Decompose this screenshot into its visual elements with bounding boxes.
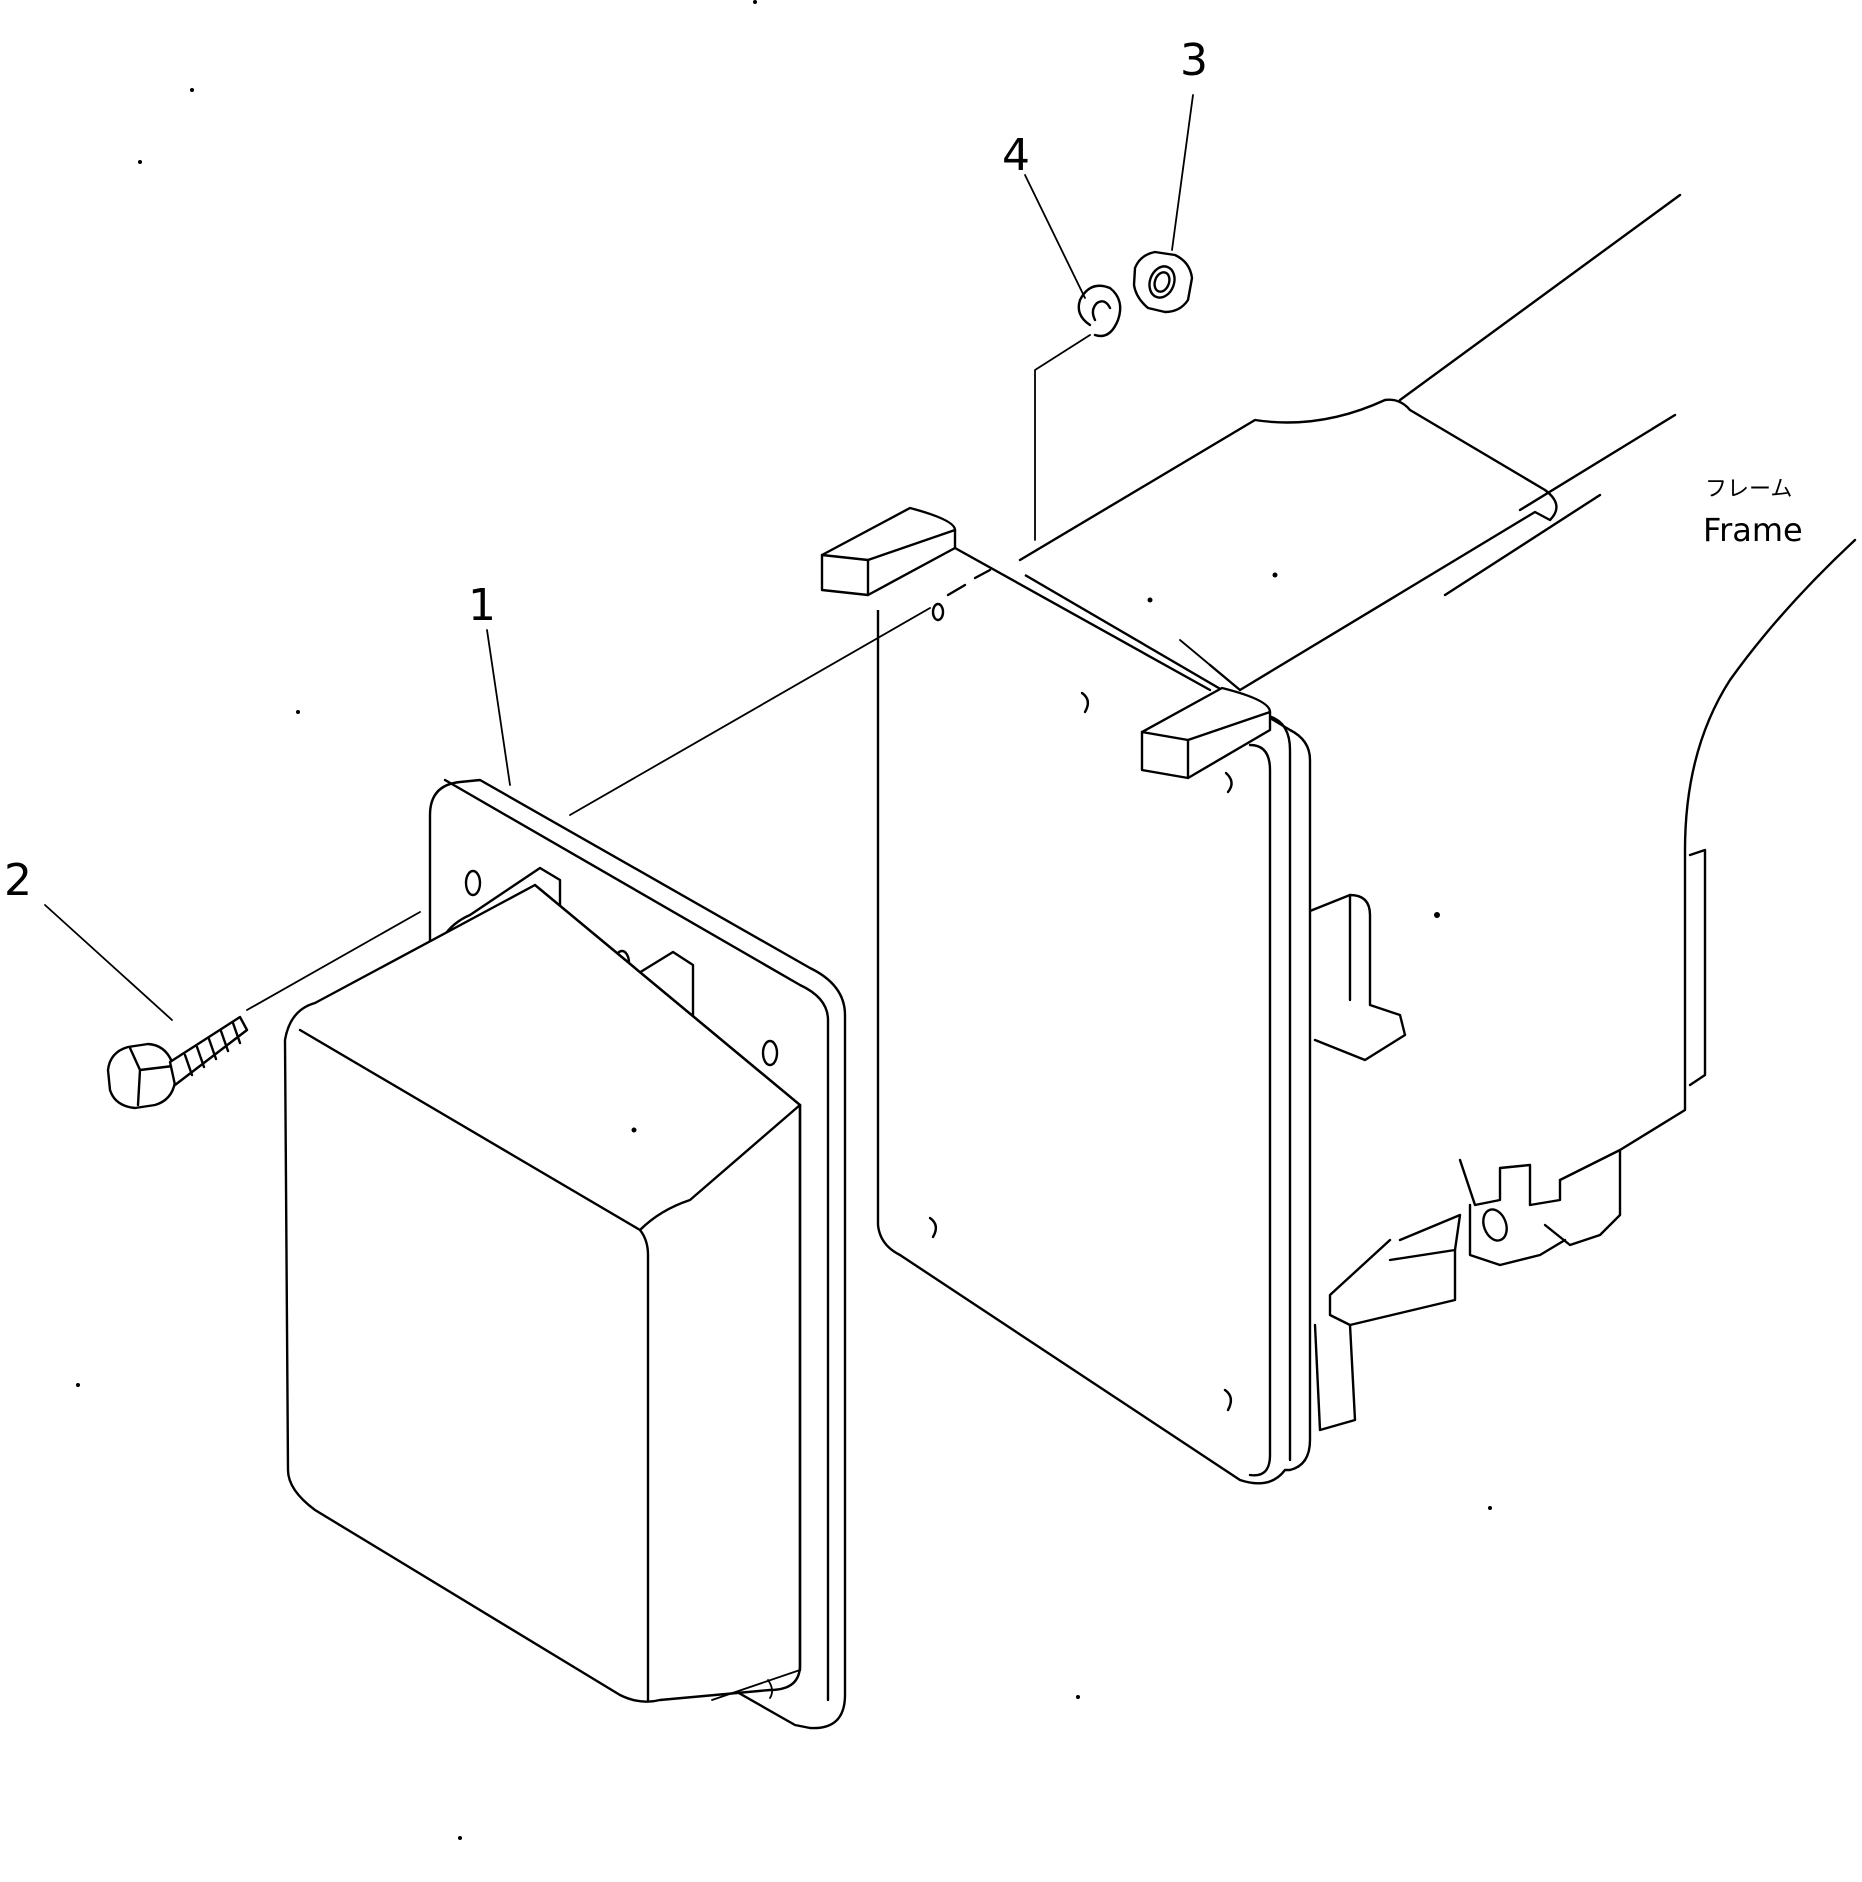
frame-side-bracket bbox=[1298, 893, 1407, 1062]
flange-hole-3 bbox=[761, 1039, 779, 1067]
frame-bottom-bracket-2 bbox=[1543, 1148, 1622, 1247]
frame-bottom-bracket bbox=[1458, 1158, 1562, 1207]
washer-outer bbox=[1077, 284, 1122, 338]
frame-right-edge bbox=[1558, 538, 1857, 1182]
part-4-washer bbox=[1077, 284, 1122, 338]
bolt-head-facets bbox=[128, 1046, 175, 1107]
bolt-head bbox=[106, 1042, 177, 1110]
assembly-line-unit-to-stud bbox=[569, 607, 931, 816]
frame-top-plate bbox=[1018, 398, 1558, 692]
speck bbox=[138, 160, 142, 164]
leader-line-2 bbox=[44, 904, 173, 1021]
mounting-plate-hole-2 bbox=[1224, 771, 1233, 794]
nut-hole bbox=[1148, 265, 1176, 299]
mounting-plate bbox=[820, 506, 1312, 1485]
mounting-plate-hole-3 bbox=[928, 1216, 938, 1239]
frame-hook bbox=[1328, 1238, 1457, 1327]
mounting-plate-top-edge bbox=[953, 546, 1212, 692]
leader-line-4 bbox=[1024, 174, 1086, 299]
callout-4: 4 bbox=[1002, 130, 1030, 181]
leader-line-1 bbox=[486, 629, 511, 786]
frame-top-plate-edge bbox=[1208, 663, 1242, 692]
frame-part bbox=[1018, 193, 1857, 1432]
leader-line-3 bbox=[1171, 94, 1194, 251]
speck bbox=[76, 1383, 80, 1387]
frame-rail-lower-front bbox=[1443, 493, 1602, 597]
mounting-plate-thickness bbox=[1248, 743, 1272, 1477]
assembly-line-bolt bbox=[246, 911, 421, 1011]
leader-lines bbox=[44, 94, 1194, 1021]
unit-dot bbox=[631, 1127, 637, 1133]
speck bbox=[1488, 1506, 1492, 1510]
mounting-plate-hole-1 bbox=[1080, 691, 1090, 714]
frame-dot bbox=[1434, 912, 1440, 918]
unit-body-top-back bbox=[533, 883, 802, 1107]
unit-body-top-edge bbox=[638, 1103, 802, 1232]
speck bbox=[190, 88, 194, 92]
frame-hook-top bbox=[1388, 1213, 1462, 1262]
callout-3: 3 bbox=[1180, 35, 1208, 86]
part-1-unit bbox=[283, 778, 847, 1730]
part-2-bolt bbox=[106, 1015, 249, 1110]
flange-hole-1 bbox=[464, 869, 482, 897]
washer-inner bbox=[1091, 300, 1112, 322]
assembly-line-washer bbox=[1034, 334, 1091, 541]
frame-rail-upper bbox=[1398, 193, 1682, 402]
nut-body bbox=[1132, 250, 1194, 314]
nut-hole-inner bbox=[1153, 271, 1171, 293]
scan-specks bbox=[76, 0, 1492, 1840]
frame-right-tab bbox=[1688, 848, 1707, 1087]
mounting-stud bbox=[931, 602, 945, 622]
bolt-thread bbox=[183, 1021, 242, 1077]
speck bbox=[1076, 1695, 1080, 1699]
frame-lug bbox=[1468, 1203, 1567, 1267]
unit-body bbox=[283, 883, 802, 1703]
unit-body-bottom bbox=[711, 1669, 801, 1701]
mounting-plate-hole-4 bbox=[1223, 1388, 1233, 1412]
assembly-lines bbox=[246, 334, 1091, 1011]
speck bbox=[458, 1836, 462, 1840]
frame-rail-lower-back bbox=[1518, 413, 1677, 512]
unit-flange-thickness bbox=[443, 778, 830, 1702]
frame-top-plate-edge-2 bbox=[1179, 639, 1211, 666]
plate-dot bbox=[1147, 597, 1153, 603]
stud-dash bbox=[946, 568, 992, 597]
plate-dot-2 bbox=[1272, 572, 1278, 578]
mounting-plate-tab-left bbox=[820, 506, 957, 597]
frame-label-jp: フレーム bbox=[1705, 477, 1792, 502]
frame-label-en: Frame bbox=[1703, 511, 1803, 549]
unit-body-hook bbox=[767, 1679, 773, 1699]
frame-lug-hole bbox=[1482, 1208, 1508, 1242]
mounting-plate-body bbox=[876, 573, 1312, 1485]
callout-2: 2 bbox=[4, 855, 32, 906]
frame-leg bbox=[1313, 1323, 1357, 1432]
speck bbox=[296, 710, 300, 714]
speck bbox=[753, 0, 757, 4]
part-3-nut bbox=[1132, 250, 1194, 314]
callout-1: 1 bbox=[468, 580, 496, 631]
